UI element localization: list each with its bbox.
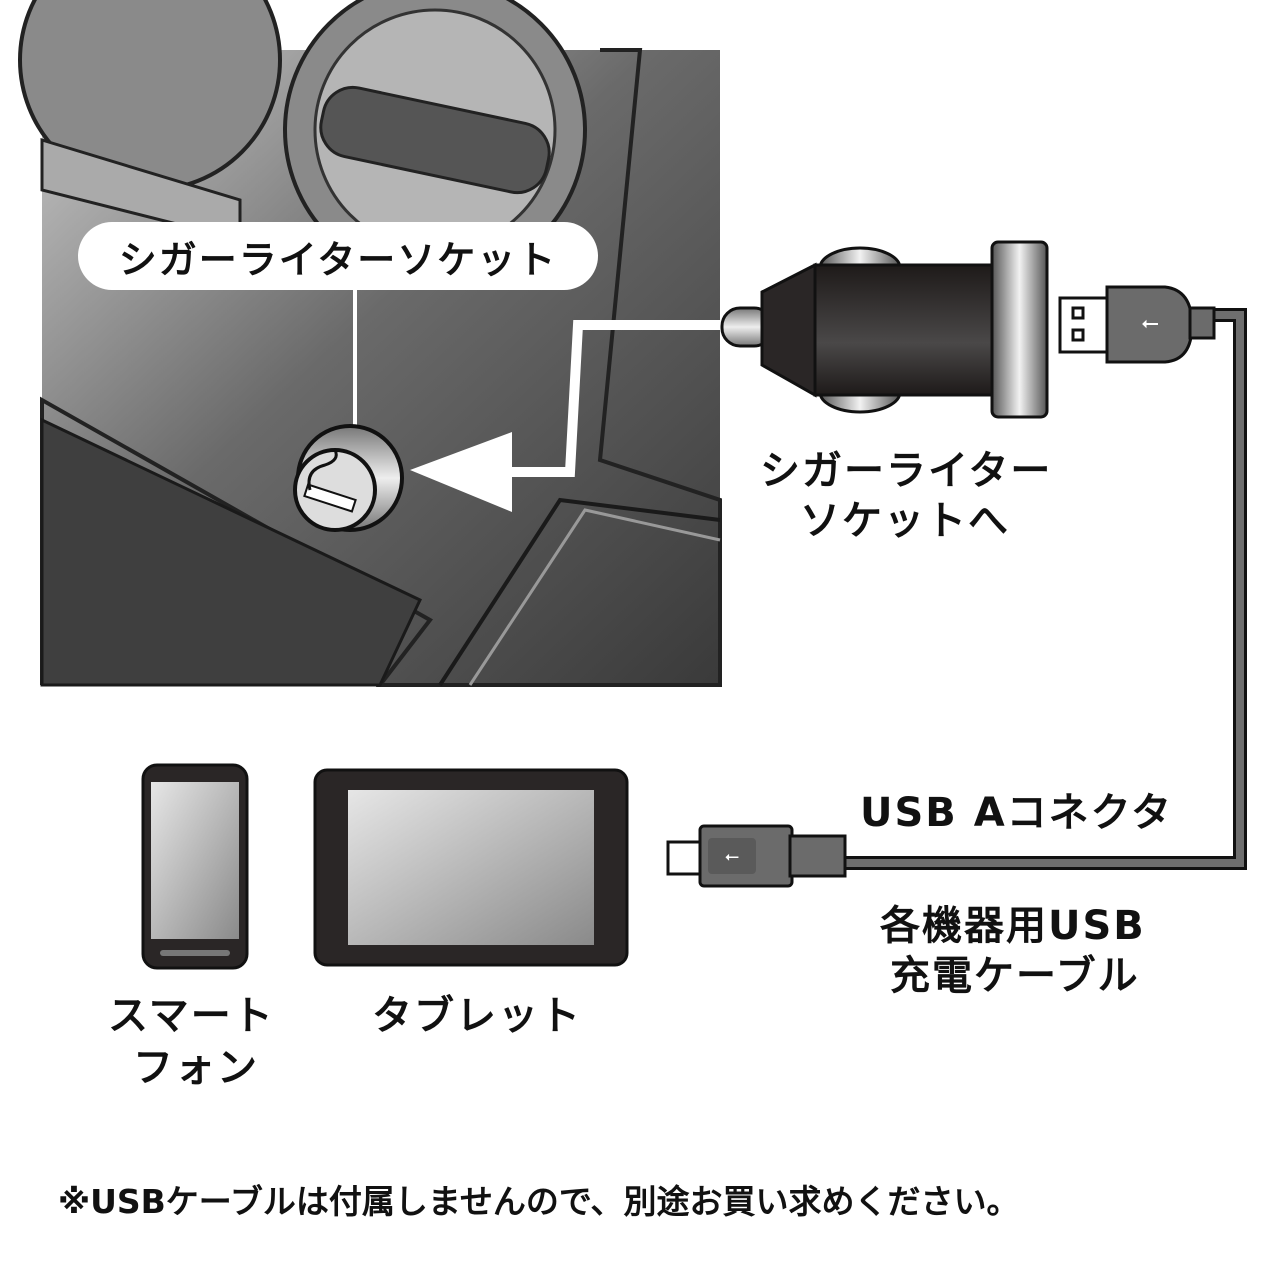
cable-label-line1: 各機器用USB xyxy=(880,903,1146,949)
smartphone-label-line2: フォン xyxy=(133,1045,259,1091)
charger-label-line2: ソケットへ xyxy=(800,498,1010,544)
usb-a-label: USB Aコネクタ xyxy=(860,790,1174,836)
smartphone-label-line1: スマート xyxy=(108,993,275,1039)
micro-usb-connector: ⭠ xyxy=(666,824,847,888)
cigarette-socket xyxy=(293,424,404,532)
tablet-illustration xyxy=(313,768,629,967)
socket-label: シガーライターソケット xyxy=(78,222,598,290)
cable-label-line2: 充電ケーブル xyxy=(890,953,1140,999)
car-charger xyxy=(720,240,1049,419)
usb-icon: ⭠ xyxy=(725,846,739,867)
footnote: ※USBケーブルは付属しませんので、別途お買い求めください。 xyxy=(58,1182,1020,1221)
insert-arrow xyxy=(410,320,725,512)
smartphone-illustration xyxy=(141,763,249,970)
charger-label-line1: シガーライター xyxy=(760,448,1053,494)
car-interior-illustration xyxy=(18,0,722,687)
usb-a-connector: ⭠ xyxy=(1058,285,1216,364)
smoke-icon xyxy=(307,449,338,491)
tablet-label: タブレット xyxy=(372,993,582,1039)
usb-icon: ⭠ xyxy=(1141,311,1159,336)
cigarette-icon xyxy=(303,483,357,513)
usb-cable xyxy=(840,311,1244,867)
